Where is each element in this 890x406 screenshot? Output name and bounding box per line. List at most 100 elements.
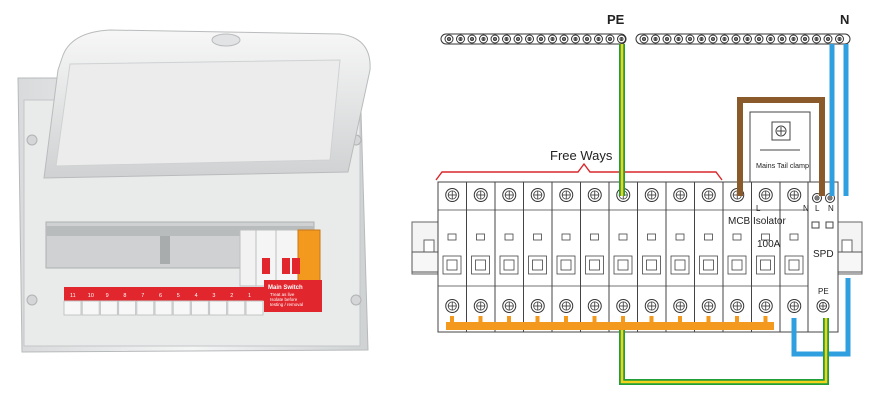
n-busbar-terminal [767,35,775,43]
comb-tooth [536,316,540,324]
isolator-l-label: L [756,204,761,213]
comb-tooth [678,316,682,324]
n-busbar-terminal [732,35,740,43]
mcb-free-way-module[interactable] [438,182,467,332]
n-busbar-terminal [675,35,683,43]
module-bottom-terminal [674,300,687,313]
module-top-terminal [759,189,772,202]
spd-n-label: N [828,204,834,213]
pe-busbar-terminal [560,35,568,43]
n-busbar [636,34,850,44]
main-switch-sub-2: testing / removal [270,302,303,307]
module-bottom-terminal [731,300,744,313]
mcb-label: MCB [728,216,751,227]
pe-busbar-terminal [480,35,488,43]
pe-busbar-terminal [572,35,580,43]
module-top-terminal [702,189,715,202]
comb-busbar [446,322,774,330]
module-bottom-terminal [788,300,801,313]
n-busbar-terminal [755,35,763,43]
spd-label: SPD [813,249,834,260]
mcb-free-way-module[interactable] [467,182,496,332]
pe-busbar [441,34,626,44]
free-ways-label: Free Ways [550,148,613,163]
way-number-strip [64,287,264,301]
blanking-plate [210,301,227,315]
n-busbar-terminal [778,35,786,43]
mcb-free-way-module[interactable] [666,182,695,332]
blanking-plate [246,301,263,315]
blanking-plate [64,301,81,315]
module-bottom-terminal [531,300,544,313]
comb-tooth [564,316,568,324]
isolator-label: Isolator [753,216,786,227]
mcb-free-way-module[interactable] [695,182,724,332]
module-top-terminal [446,189,459,202]
n-busbar-terminal [640,35,648,43]
way-number: 7 [141,293,144,299]
mcb-module[interactable] [723,182,752,332]
n-busbar-terminal [744,35,752,43]
n-busbar-terminal [836,35,844,43]
n-busbar-terminal [663,35,671,43]
module-bottom-terminal [503,300,516,313]
module-top-terminal [503,189,516,202]
module-top-terminal [674,189,687,202]
pe-busbar-terminal [549,35,557,43]
n-busbar-terminal [709,35,717,43]
pe-busbar-terminal [457,35,465,43]
module-top-terminal [788,189,801,202]
n-busbar-label: N [840,12,849,27]
isolator-rating: 100A [757,239,781,250]
module-top-terminal [560,189,573,202]
pe-busbar-terminal [595,35,603,43]
n-busbar-terminal [801,35,809,43]
comb-tooth [507,316,511,324]
way-number: 10 [88,293,94,299]
way-number: 6 [159,293,162,299]
comb-tooth [650,316,654,324]
blanking-plate [137,301,154,315]
blanking-plate [82,301,99,315]
pe-busbar-terminal [468,35,476,43]
way-number: 8 [123,293,126,299]
comb-tooth [735,316,739,324]
module-top-terminal [474,189,487,202]
spd-pe-label: PE [818,287,829,296]
module-bottom-terminal [759,300,772,313]
blanking-plate [228,301,245,315]
mcb-free-way-module[interactable] [552,182,581,332]
module-bottom-terminal [702,300,715,313]
mcb-free-way-module[interactable] [524,182,553,332]
mcb-free-way-module[interactable] [609,182,638,332]
way-number: 4 [195,293,198,299]
comb-tooth [621,316,625,324]
tail-clamp-label: Mains Tail clamp [756,161,809,170]
wiring-diagram: PE N Free Ways Mains Tail clamp MCB Isol… [412,12,862,382]
module-bottom-terminal [560,300,573,313]
comb-tooth [707,316,711,324]
module-bottom-terminal [474,300,487,313]
n-busbar-terminal [698,35,706,43]
way-number: 5 [177,293,180,299]
mcb-free-way-module[interactable] [495,182,524,332]
mcb-free-way-module[interactable] [581,182,610,332]
pe-busbar-terminal [606,35,614,43]
way-number: 11 [70,293,76,299]
free-ways-bracket [436,164,722,180]
pe-busbar-terminal [583,35,591,43]
blanking-plate [173,301,190,315]
blanking-plate [100,301,117,315]
consumer-unit-photo: 1110987654321 Main Switch Treat as live … [18,30,370,352]
pe-busbar-terminal [537,35,545,43]
n-busbar-terminal [721,35,729,43]
mcb-free-way-module[interactable] [638,182,667,332]
way-number: 9 [106,293,109,299]
comb-tooth [450,316,454,324]
isolator-n-label: N [803,204,809,213]
blanking-plate [191,301,208,315]
module-bottom-terminal [588,300,601,313]
main-switch-label: Main Switch [268,285,303,291]
n-busbar-terminal [790,35,798,43]
